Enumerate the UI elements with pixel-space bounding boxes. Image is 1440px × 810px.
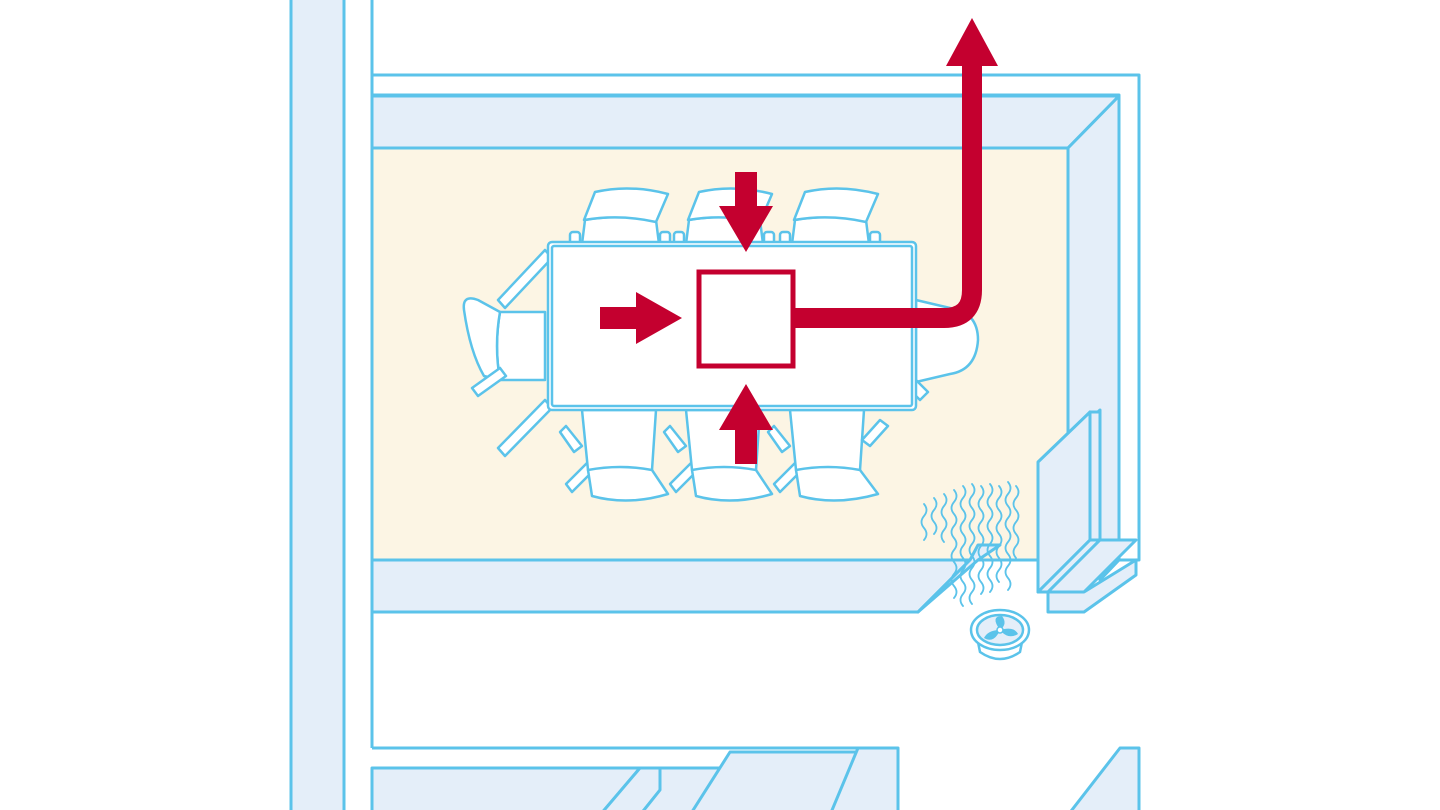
chair-bottom-1 [558,408,670,502]
lower-wall-band-5 [830,746,900,810]
lower-wall-band-6 [1069,746,1141,810]
arrow-up-icon [946,18,998,66]
heat-wave-icon [920,481,1020,607]
exhaust-duct [794,62,982,328]
fan-icon [969,608,1031,661]
chair-top-3 [778,187,882,246]
air-purifier-icon [696,269,796,369]
chair-left-1 [462,248,554,398]
inlet-arrow-left [600,292,682,344]
exterior-wall-left [289,0,346,810]
chair-bottom-3 [766,408,890,502]
inlet-arrow-top [719,172,773,252]
wall-bottom [370,558,972,614]
airflow [600,18,998,464]
lower-wall-band-4 [691,750,882,810]
door [1036,410,1138,614]
inlet-arrow-bottom [719,384,773,464]
lower-wall-band-1 [370,766,642,810]
wall-top [370,94,1121,150]
